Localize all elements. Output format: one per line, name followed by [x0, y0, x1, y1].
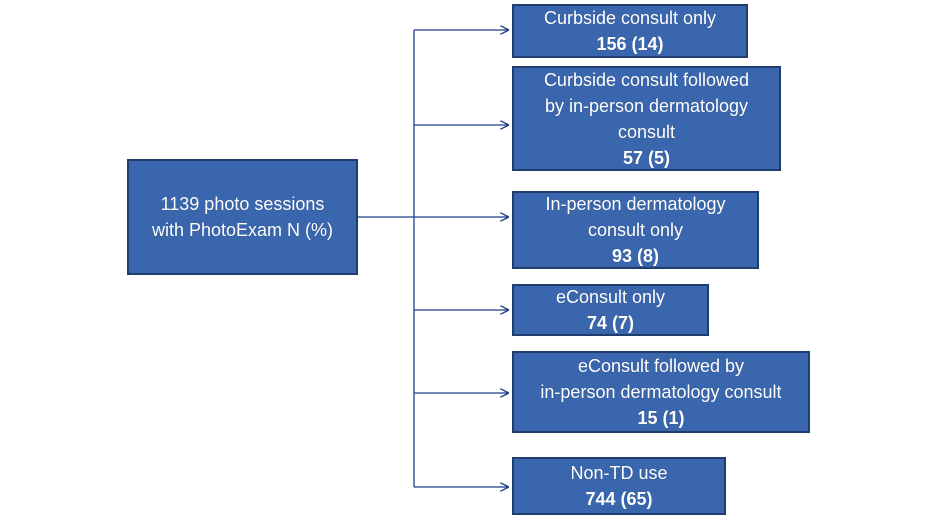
outcome-label-line: Non-TD use [570, 463, 668, 483]
outcome-count: 744 (65) [585, 489, 653, 509]
outcome-label-line: eConsult only [555, 287, 666, 307]
outcome-label-line: eConsult followed by [577, 356, 745, 376]
source-label-line-1: 1139 photo sessions [160, 194, 325, 214]
outcome-count: 93 (8) [611, 246, 660, 266]
outcome-box-econsult-then-inperson: eConsult followed by in-person dermatolo… [512, 351, 810, 433]
source-label-line-2: with PhotoExam N (%) [151, 220, 334, 240]
outcome-label-line: In-person dermatology [545, 194, 726, 214]
outcome-count: 156 (14) [596, 34, 664, 54]
outcome-label-line: by in-person dermatology [544, 95, 749, 116]
outcome-box-curbside-then-inperson: Curbside consult followed by in-person d… [512, 66, 781, 171]
outcome-count: 74 (7) [586, 313, 635, 333]
outcome-label-line: consult [617, 121, 676, 142]
outcome-count: 15 (1) [637, 408, 685, 428]
source-box: 1139 photo sessions with PhotoExam N (%) [127, 159, 358, 275]
outcome-label-line: in-person dermatology consult [540, 382, 782, 402]
outcome-label-line: consult only [587, 220, 684, 240]
outcome-box-inperson-only: In-person dermatology consult only 93 (8… [512, 191, 759, 269]
outcome-box-non-td-use: Non-TD use 744 (65) [512, 457, 726, 515]
outcome-count: 57 (5) [622, 147, 671, 168]
outcome-label-line: Curbside consult only [543, 8, 717, 28]
outcome-label-line: Curbside consult followed [543, 69, 750, 90]
outcome-box-curbside-only: Curbside consult only 156 (14) [512, 4, 748, 58]
outcome-box-econsult-only: eConsult only 74 (7) [512, 284, 709, 336]
